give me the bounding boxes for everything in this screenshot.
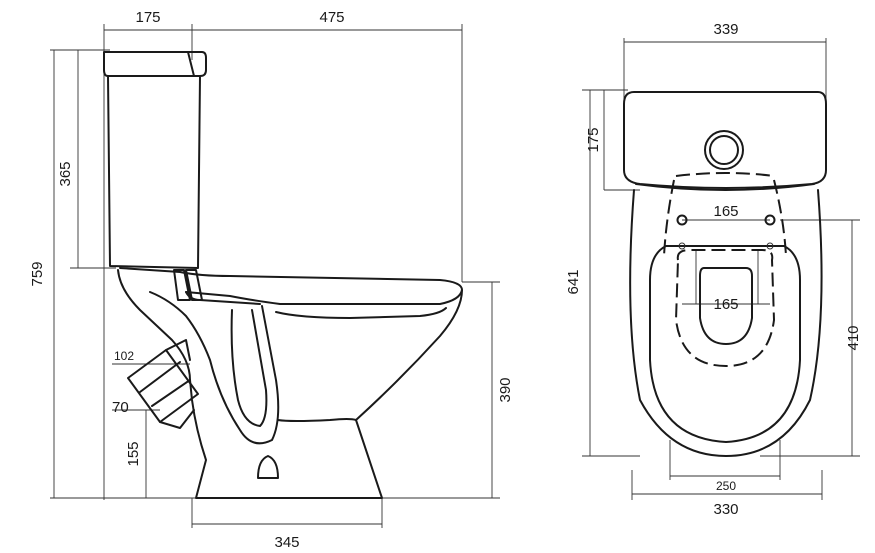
dim-total-height: 759: [29, 261, 46, 286]
dim-tank-depth-top: 175: [585, 127, 602, 152]
dim-tank-height: 365: [57, 161, 74, 186]
dim-seat-hole-spacing: 165: [713, 296, 738, 313]
bowl-body: [117, 269, 463, 499]
seat-opening-dashed: [674, 249, 776, 368]
dim-base-length: 345: [274, 534, 299, 551]
dim-bowl-length: 410: [845, 325, 862, 350]
dim-depth-remainder: 475: [319, 9, 344, 26]
hinge-bolt-right: [764, 214, 776, 226]
lid-dashed: [663, 179, 675, 257]
toilet-seat: [119, 267, 463, 305]
top-view: 339 175 641 165 165 410 250 330: [565, 21, 862, 518]
tank-top: [623, 91, 827, 189]
dim-total-length: 641: [565, 269, 582, 294]
seat-outer: [649, 245, 801, 443]
dim-bowl-width: 330: [713, 501, 738, 518]
dim-pan-height: 390: [497, 377, 514, 402]
side-view: 175 475 759 365 390 102 70 155 345: [29, 9, 514, 551]
dim-outlet-dia-outer: 102: [114, 349, 134, 363]
cistern-tank: [107, 75, 201, 269]
side-extension-lines: [50, 24, 500, 528]
outlet-spigot: [127, 349, 199, 423]
bowl-inner-opening: [699, 267, 753, 345]
dim-outlet-dia-inner: 70: [112, 399, 129, 416]
base-hole: [257, 455, 279, 479]
trap-channel: [149, 291, 280, 445]
hinge-bolt-left: [676, 214, 688, 226]
dim-base-width: 250: [716, 479, 736, 493]
flush-button: [704, 130, 744, 170]
dim-tank-depth: 175: [135, 9, 160, 26]
bowl-outer-rim: [629, 189, 823, 457]
dim-hinge-spacing: 165: [713, 203, 738, 220]
tank-lid: [103, 51, 207, 77]
dim-tank-width: 339: [713, 21, 738, 38]
seat-hinge: [173, 269, 203, 301]
dim-outlet-height: 155: [125, 441, 142, 466]
